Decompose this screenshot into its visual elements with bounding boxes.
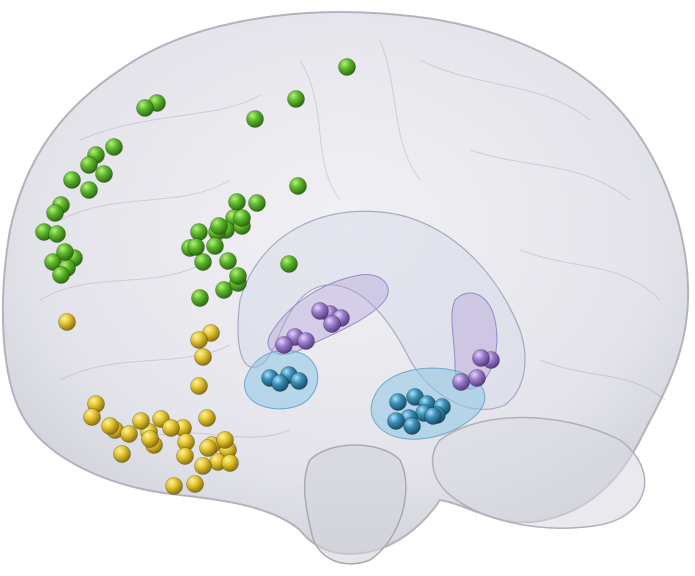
blue-sphere-icon (271, 374, 289, 392)
green-sphere-icon (95, 165, 113, 183)
green-sphere-icon (289, 177, 307, 195)
yellow-sphere-icon (176, 447, 194, 465)
brainstem (303, 444, 407, 565)
yellow-sphere-icon (216, 431, 234, 449)
purple-sphere-icon (311, 302, 329, 320)
green-sphere-icon (56, 243, 74, 261)
yellow-sphere-icon (120, 425, 138, 443)
cerebellum (431, 416, 646, 529)
yellow-sphere-icon (132, 412, 150, 430)
yellow-sphere-icon (194, 457, 212, 475)
blue-electrode-group (261, 366, 451, 435)
yellow-sphere-icon (58, 313, 76, 331)
blue-sphere-icon (387, 412, 405, 430)
yellow-sphere-icon (190, 377, 208, 395)
yellow-sphere-icon (186, 475, 204, 493)
green-sphere-icon (246, 110, 264, 128)
yellow-sphere-icon (101, 417, 119, 435)
green-sphere-icon (229, 267, 247, 285)
yellow-electrode-group (58, 313, 239, 495)
green-sphere-icon (210, 217, 228, 235)
green-sphere-icon (105, 138, 123, 156)
purple-sphere-icon (275, 336, 293, 354)
yellow-sphere-icon (141, 430, 159, 448)
green-sphere-icon (63, 171, 81, 189)
green-sphere-icon (80, 156, 98, 174)
green-sphere-icon (190, 223, 208, 241)
blue-sphere-icon (389, 393, 407, 411)
green-sphere-icon (338, 58, 356, 76)
purple-electrode-group (275, 302, 500, 391)
yellow-sphere-icon (221, 454, 239, 472)
green-sphere-icon (233, 209, 251, 227)
blue-sphere-icon (403, 417, 421, 435)
green-electrode-group (35, 58, 356, 307)
green-sphere-icon (248, 194, 266, 212)
green-sphere-icon (191, 289, 209, 307)
yellow-sphere-icon (194, 348, 212, 366)
green-sphere-icon (219, 252, 237, 270)
green-sphere-icon (228, 193, 246, 211)
cortex-texture (39, 39, 666, 441)
yellow-sphere-icon (198, 409, 216, 427)
green-sphere-icon (48, 225, 66, 243)
electrode-groups (35, 58, 500, 495)
green-sphere-icon (194, 253, 212, 271)
green-sphere-icon (206, 237, 224, 255)
purple-sphere-icon (468, 369, 486, 387)
purple-sphere-icon (297, 332, 315, 350)
blue-sphere-icon (424, 407, 442, 425)
yellow-sphere-icon (199, 439, 217, 457)
green-sphere-icon (187, 238, 205, 256)
green-sphere-icon (280, 255, 298, 273)
yellow-sphere-icon (113, 445, 131, 463)
yellow-sphere-icon (83, 408, 101, 426)
yellow-sphere-icon (165, 477, 183, 495)
purple-sphere-icon (452, 373, 470, 391)
green-sphere-icon (52, 266, 70, 284)
yellow-sphere-icon (162, 419, 180, 437)
green-sphere-icon (215, 281, 233, 299)
purple-sphere-icon (472, 349, 490, 367)
yellow-sphere-icon (190, 331, 208, 349)
green-sphere-icon (80, 181, 98, 199)
green-sphere-icon (136, 99, 154, 117)
purple-sphere-icon (323, 315, 341, 333)
blue-sphere-icon (290, 372, 308, 390)
green-sphere-icon (46, 204, 64, 222)
green-sphere-icon (287, 90, 305, 108)
